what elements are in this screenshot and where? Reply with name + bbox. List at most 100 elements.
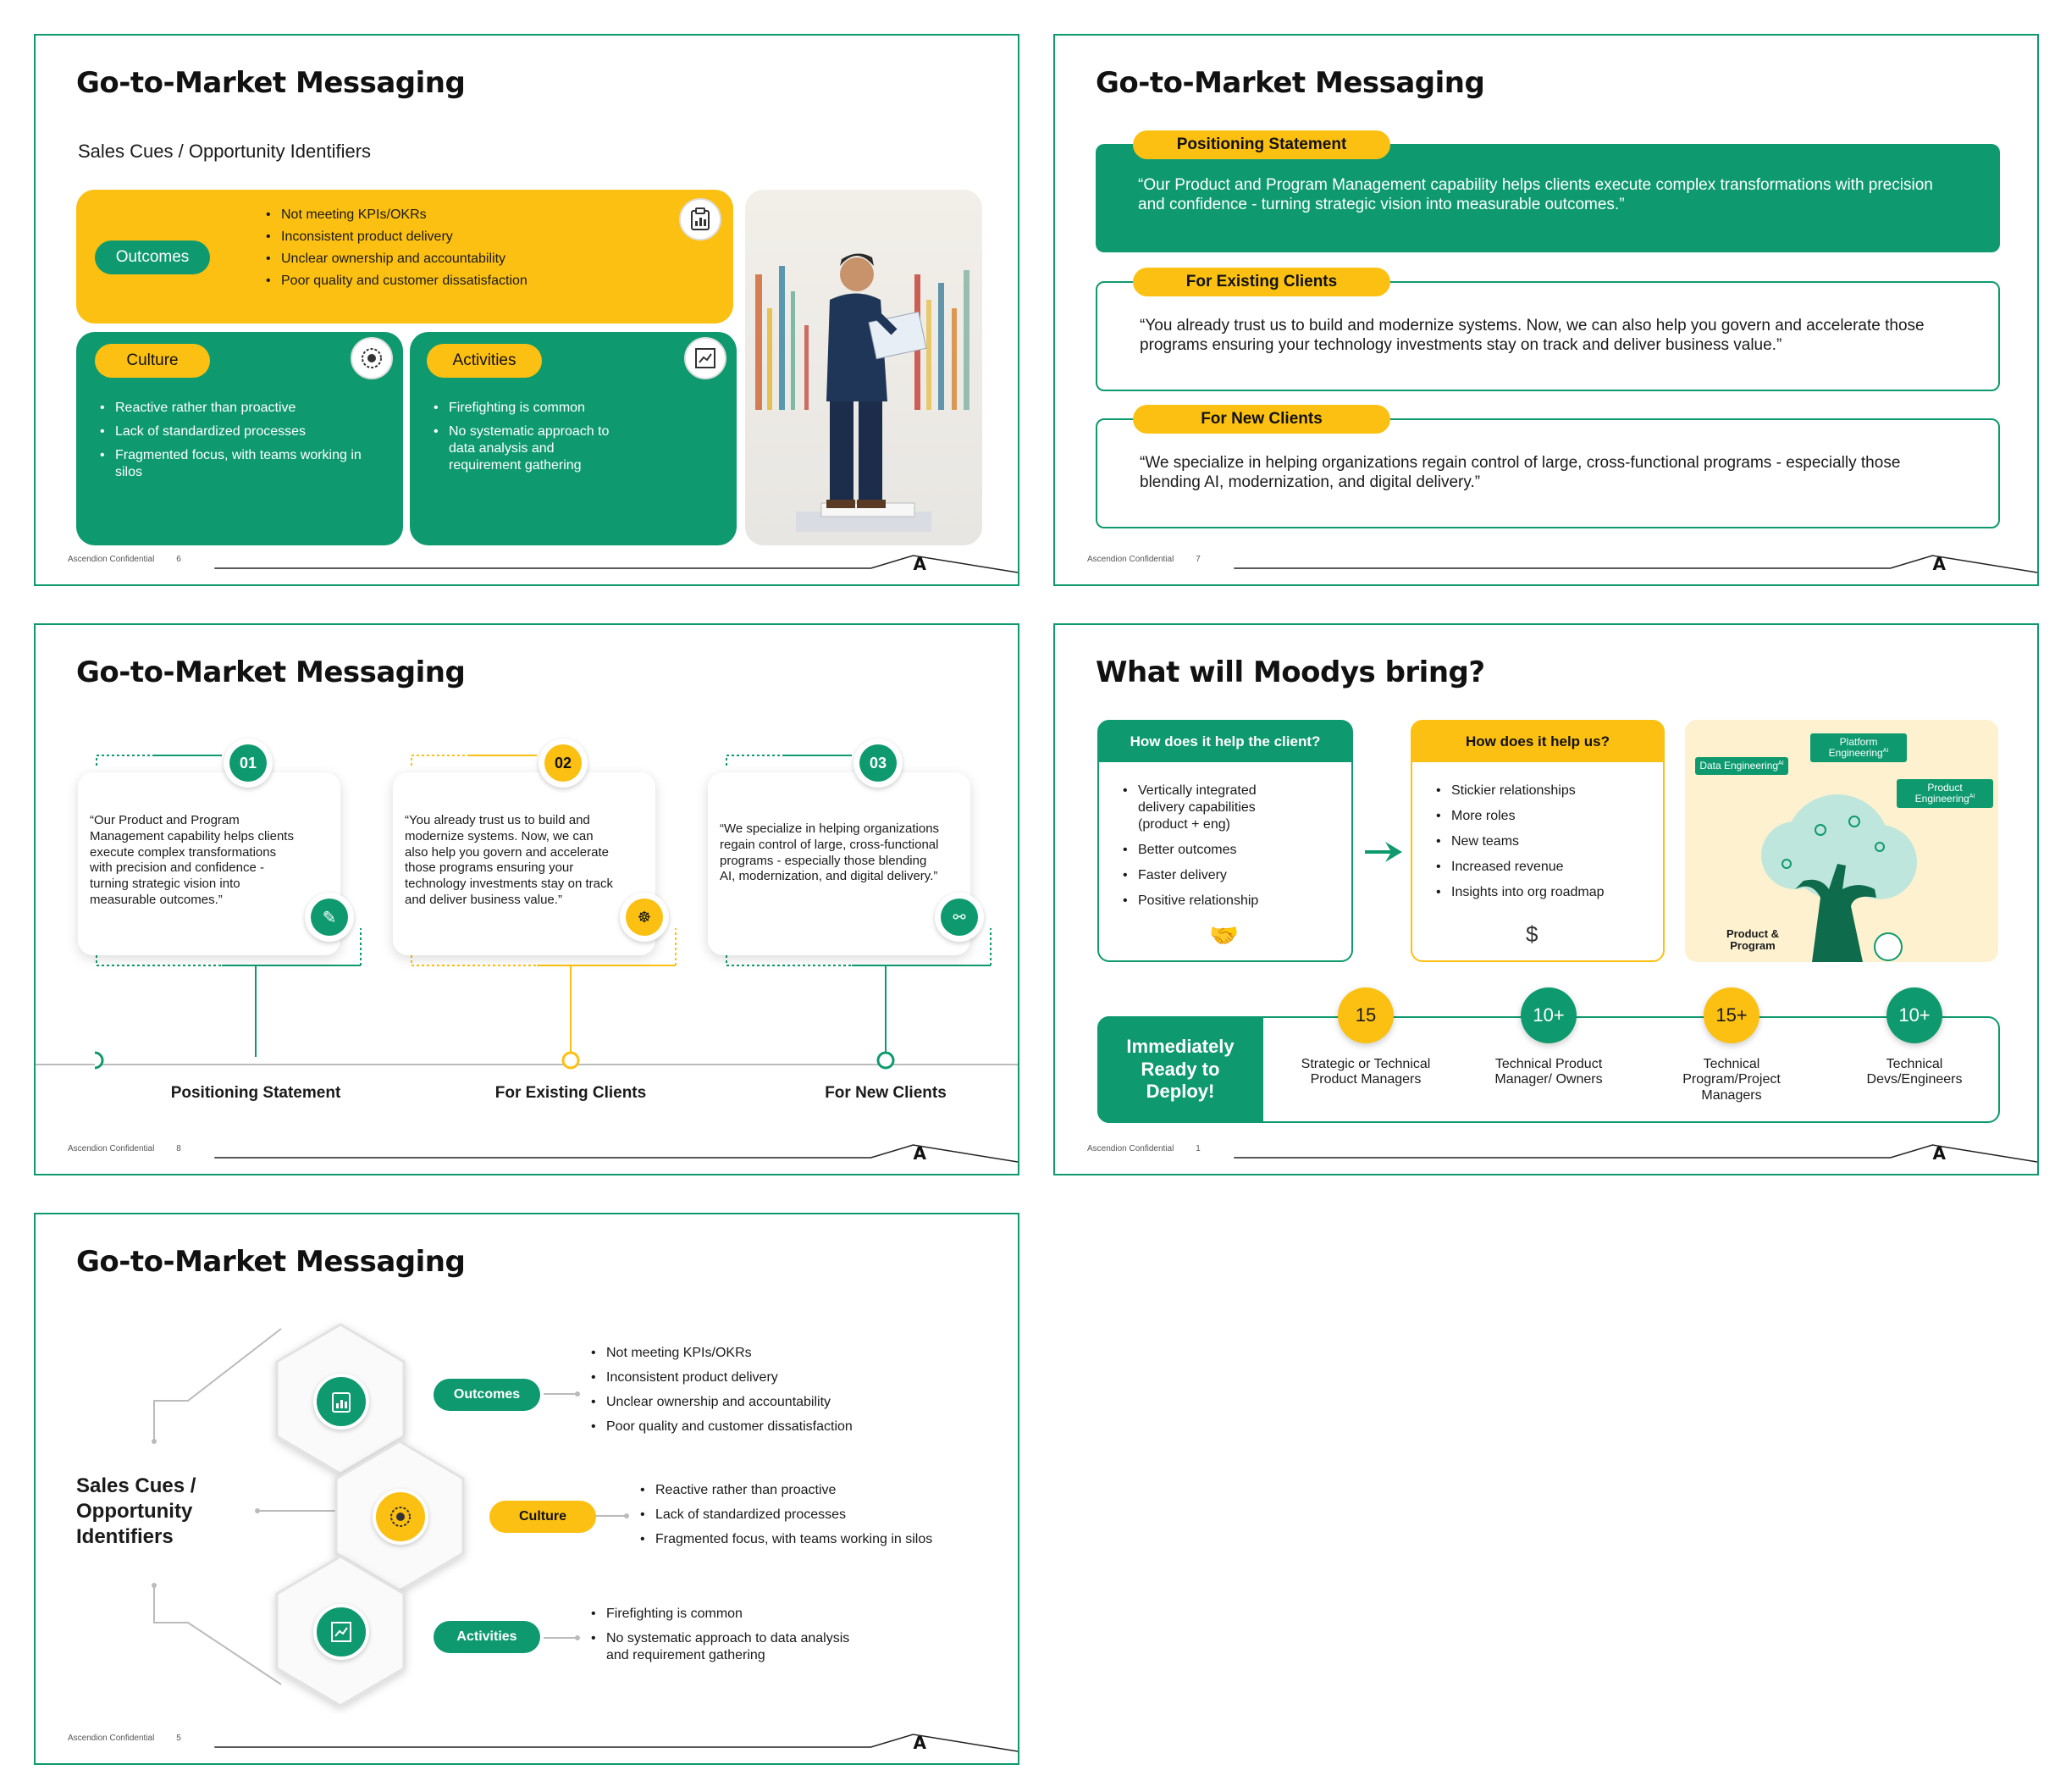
slide-title: Go-to-Market Messaging (76, 1245, 466, 1279)
network-icon: ⚯ (935, 893, 984, 942)
step-label: For Existing Clients (494, 1084, 647, 1102)
step-label: Positioning Statement (170, 1084, 341, 1102)
role-label: Technical Devs/Engineers (1866, 1057, 1963, 1087)
page-number: 1 (1196, 1144, 1201, 1153)
footer-line (214, 1734, 1018, 1752)
activities-list: Firefighting is common No systematic app… (430, 400, 625, 474)
timeline-baseline (36, 1064, 1018, 1065)
step-card: “You already trust us to build and moder… (393, 772, 655, 955)
new-pill: For New Clients (1133, 405, 1390, 434)
list-item: Insights into org roadmap (1433, 884, 1653, 901)
list-item: Inconsistent product delivery (588, 1369, 853, 1386)
step-number-badge: 01 (224, 738, 273, 788)
step-connector-02 (411, 755, 677, 1070)
list-item: Poor quality and customer dissatisfactio… (262, 273, 528, 290)
page-number: 5 (176, 1734, 181, 1743)
existing-pill: For Existing Clients (1133, 268, 1390, 296)
arrow-right-icon (1365, 842, 1402, 862)
money-hand-icon: $ (1526, 921, 1538, 947)
footer-line (1234, 1144, 2037, 1163)
list-item: Firefighting is common (588, 1606, 859, 1623)
brain-icon (351, 337, 393, 379)
list-item: No systematic approach to data analysis … (588, 1630, 859, 1664)
page-number: 8 (176, 1144, 181, 1153)
side-label: Sales Cues / Opportunity Identifiers (76, 1474, 196, 1548)
role-badge: 10+ (1886, 987, 1942, 1043)
product-engineering-tag: Product EngineeringAI (1897, 779, 1993, 809)
handshake-icon: 🤝 (1209, 922, 1239, 949)
list-item: Reactive rather than proactive (637, 1482, 932, 1499)
step-text: “Our Product and Program Management capa… (90, 813, 294, 907)
client-card: How does it help the client? Vertically … (1097, 720, 1353, 962)
activities-list: Firefighting is common No systematic app… (588, 1606, 859, 1664)
ascendion-logo-icon: A (913, 554, 926, 574)
step-number-badge: 03 (853, 738, 903, 788)
clipboard-chart-icon (313, 1374, 369, 1430)
role-label: Strategic or Technical Product Managers (1301, 1057, 1431, 1087)
list-item: Reactive rather than proactive (97, 400, 367, 417)
ascendion-logo-icon: A (1932, 1143, 1946, 1164)
role-badge: 15 (1338, 987, 1394, 1043)
client-list: Vertically integrated delivery capabilit… (1119, 783, 1306, 910)
slide-title: What will Moodys bring? (1096, 655, 1485, 689)
list-item: More roles (1433, 808, 1653, 825)
us-list: Stickier relationships More roles New te… (1433, 783, 1653, 901)
outcomes-list: Not meeting KPIs/OKRs Inconsistent produ… (262, 207, 528, 290)
list-item: Lack of standardized processes (97, 423, 367, 440)
platform-engineering-tag: Platform EngineeringAI (1810, 733, 1907, 763)
slide-subtitle: Sales Cues / Opportunity Identifiers (78, 141, 372, 162)
outcomes-pill: Outcomes (95, 241, 210, 274)
data-engineering-tag: Data EngineeringAI (1695, 757, 1788, 776)
activities-pill: Activities (434, 1621, 540, 1653)
slide-8: Go-to-Market Messaging “Our Product and … (34, 623, 1019, 1175)
list-item: Vertically integrated delivery capabilit… (1119, 783, 1306, 833)
role-badge: 15+ (1704, 987, 1759, 1043)
role-label: Technical Product Manager/ Owners (1494, 1057, 1603, 1087)
culture-pill: Culture (95, 344, 210, 378)
tree-panel: Data EngineeringAI Platform EngineeringA… (1685, 720, 1998, 962)
step-connector-03 (726, 755, 992, 1070)
businessman-illustration (745, 190, 982, 545)
slide-7: Go-to-Market Messaging “Our Product and … (1053, 34, 2039, 586)
culture-panel: Culture Reactive rather than proactive L… (76, 332, 403, 545)
activities-pill: Activities (427, 344, 542, 378)
positioning-text: “Our Product and Program Management capa… (1138, 176, 1933, 213)
ascendion-logo-icon: A (1932, 554, 1946, 574)
footer-line (214, 555, 1018, 573)
step-number-badge: 02 (539, 738, 588, 788)
team-icon: ☸ (620, 893, 669, 942)
step-card: “Our Product and Program Management capa… (78, 772, 340, 955)
step-card: “We specialize in helping organizations … (708, 772, 970, 955)
ascendion-logo-icon: A (913, 1143, 926, 1164)
existing-box: “You already trust us to build and moder… (1096, 281, 2000, 391)
slide-title: Go-to-Market Messaging (76, 655, 466, 689)
list-item: Firefighting is common (430, 400, 625, 417)
list-item: No systematic approach to data analysis … (430, 423, 625, 474)
slide-5: Go-to-Market Messaging Sales Cues / Oppo… (34, 1213, 1019, 1765)
footer-line (214, 1144, 1018, 1163)
clipboard-chart-icon (679, 198, 721, 241)
product-program-label: Product & Program (1726, 927, 1780, 953)
analysis-icon (684, 337, 726, 379)
slide-6: Go-to-Market Messaging Sales Cues / Oppo… (34, 34, 1019, 586)
activities-panel: Activities Firefighting is common No sys… (410, 332, 737, 545)
positioning-pill: Positioning Statement (1133, 130, 1390, 159)
brain-icon (373, 1489, 428, 1545)
tree-illustration (1761, 794, 1917, 962)
outcomes-list: Not meeting KPIs/OKRs Inconsistent produ… (588, 1345, 853, 1435)
list-item: Fragmented focus, with teams working in … (97, 447, 367, 481)
culture-list: Reactive rather than proactive Lack of s… (637, 1482, 932, 1548)
culture-list: Reactive rather than proactive Lack of s… (97, 400, 367, 481)
outcomes-pill: Outcomes (434, 1379, 540, 1411)
us-card: How does it help us? Stickier relationsh… (1411, 720, 1665, 962)
positioning-box: “Our Product and Program Management capa… (1096, 144, 2000, 252)
client-header: How does it help the client? (1099, 722, 1351, 762)
slide-title: Go-to-Market Messaging (1096, 66, 1485, 100)
list-item: Faster delivery (1119, 867, 1306, 884)
list-item: Lack of standardized processes (637, 1507, 932, 1524)
role-badge: 10+ (1521, 987, 1577, 1043)
